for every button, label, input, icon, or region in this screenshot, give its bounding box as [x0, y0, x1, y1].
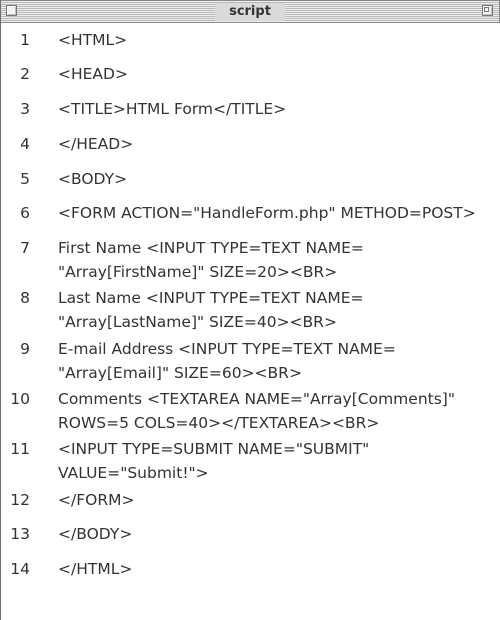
code-text-row: "Array[Email]" SIZE=60><BR> [58, 364, 302, 382]
line-number: 3 [20, 100, 30, 118]
line-number: 9 [20, 340, 30, 358]
line-number: 2 [20, 65, 30, 83]
code-text-row: <HEAD> [58, 65, 128, 83]
line-number: 7 [20, 239, 30, 257]
code-text: <TITLE>HTML Form</TITLE> [58, 97, 498, 121]
code-text-row: "Array[LastName]" SIZE=40><BR> [58, 313, 337, 331]
code-text: </HTML> [58, 557, 498, 581]
code-text: Comments <TEXTAREA NAME="Array[Comments]… [58, 387, 498, 435]
code-text-row: <HTML> [58, 31, 128, 49]
code-text: </FORM> [58, 488, 498, 512]
code-text-row: Last Name <INPUT TYPE=TEXT NAME= [58, 289, 364, 307]
code-text: <HTML> [58, 28, 498, 52]
line-number: 11 [10, 440, 30, 458]
code-text-row: </BODY> [58, 525, 133, 543]
code-text: <BODY> [58, 167, 498, 191]
line-number: 12 [10, 491, 30, 509]
line-number: 4 [20, 135, 30, 153]
window-title: script [215, 3, 285, 21]
code-text: <INPUT TYPE=SUBMIT NAME="SUBMIT" VALUE="S… [58, 437, 498, 485]
code-text-row: <TITLE>HTML Form</TITLE> [58, 100, 287, 118]
code-text-row: </HEAD> [58, 135, 134, 153]
code-text: E-mail Address <INPUT TYPE=TEXT NAME= "Ar… [58, 337, 498, 385]
code-text-row: "Array[FirstName]" SIZE=20><BR> [58, 263, 338, 281]
code-text-row: E-mail Address <INPUT TYPE=TEXT NAME= [58, 340, 396, 358]
zoom-box-icon[interactable] [482, 5, 493, 16]
title-bar[interactable]: script [1, 0, 500, 23]
line-number: 1 [20, 31, 30, 49]
close-box-icon[interactable] [6, 5, 17, 16]
line-number: 6 [20, 204, 30, 222]
code-text: First Name <INPUT TYPE=TEXT NAME= "Array[… [58, 236, 498, 284]
code-text: </HEAD> [58, 132, 498, 156]
line-number: 14 [10, 560, 30, 578]
line-number: 5 [20, 170, 30, 188]
line-number: 13 [10, 525, 30, 543]
code-text-row: VALUE="Submit!"> [58, 464, 209, 482]
code-text: </BODY> [58, 522, 498, 546]
code-text-row: First Name <INPUT TYPE=TEXT NAME= [58, 239, 364, 257]
code-text-row: Comments <TEXTAREA NAME="Array[Comments]… [58, 390, 455, 408]
code-text-row: <BODY> [58, 170, 128, 188]
code-text-row: <INPUT TYPE=SUBMIT NAME="SUBMIT" [58, 440, 370, 458]
line-number: 8 [20, 289, 30, 307]
code-text: <HEAD> [58, 62, 498, 86]
code-text-row: </HTML> [58, 560, 133, 578]
line-number: 10 [10, 390, 30, 408]
code-text-row: ROWS=5 COLS=40></TEXTAREA><BR> [58, 414, 380, 432]
code-text: Last Name <INPUT TYPE=TEXT NAME= "Array[L… [58, 286, 498, 334]
code-text-row: <FORM ACTION="HandleForm.php" METHOD=POS… [58, 204, 476, 222]
code-text: <FORM ACTION="HandleForm.php" METHOD=POS… [58, 201, 498, 225]
code-text-row: </FORM> [58, 491, 135, 509]
